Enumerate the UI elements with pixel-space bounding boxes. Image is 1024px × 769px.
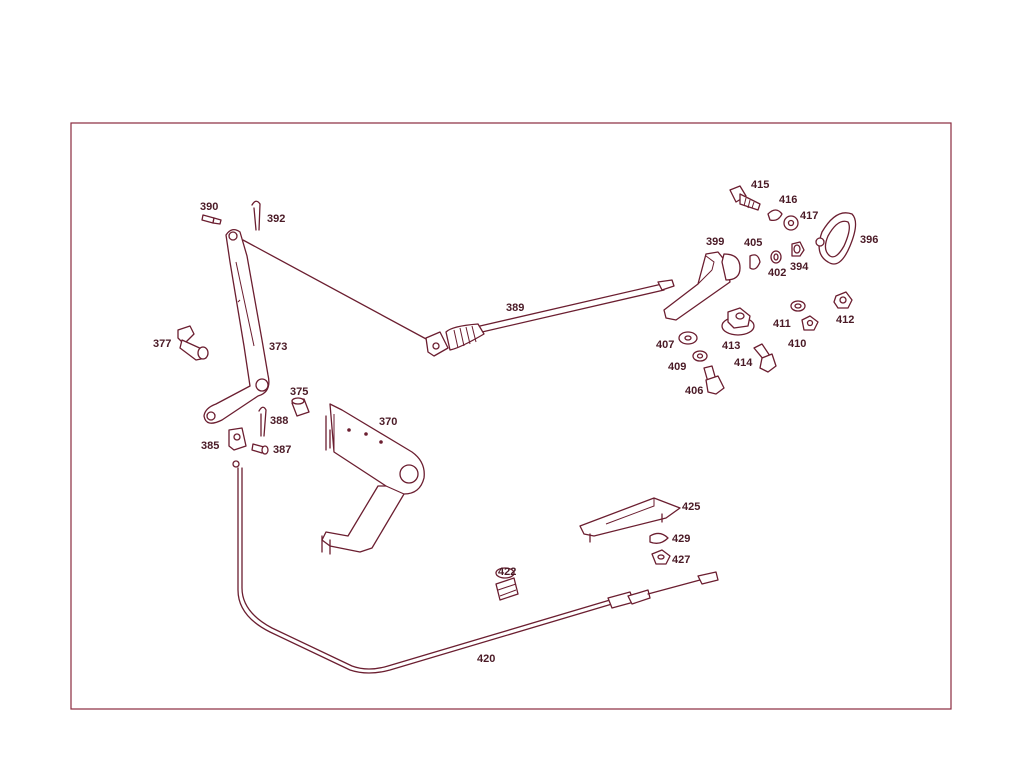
callout-414: 414 [734, 357, 753, 369]
callout-409: 409 [668, 361, 686, 373]
rod-389 [242, 239, 675, 357]
callout-389: 389 [506, 302, 524, 314]
callout-396: 396 [860, 234, 878, 246]
bushing-394 [791, 241, 805, 257]
callout-375: 375 [290, 386, 308, 398]
bracket-425 [579, 497, 681, 543]
bracket-399 [663, 251, 741, 321]
washer-429 [649, 532, 669, 544]
callout-labels: 390 392 377 373 375 388 385 387 370 389 … [153, 179, 878, 665]
callout-392: 392 [267, 213, 285, 225]
cable-420 [232, 460, 719, 674]
callout-402: 402 [768, 267, 786, 279]
callout-390: 390 [200, 201, 218, 213]
callout-412: 412 [836, 314, 854, 326]
washer-416 [767, 209, 783, 222]
callout-388: 388 [270, 415, 288, 427]
bolt-390 [201, 214, 222, 225]
callout-407: 407 [656, 339, 674, 351]
bushing-402 [770, 250, 782, 264]
washer-407 [678, 331, 698, 345]
nut-412 [833, 291, 853, 309]
callout-422: 422 [498, 566, 516, 578]
nut-410 [801, 315, 819, 331]
bolt-415 [729, 185, 761, 211]
callout-394: 394 [790, 261, 809, 273]
callout-377: 377 [153, 338, 171, 350]
lever-arm-373 [203, 228, 270, 424]
diagram-border [70, 122, 952, 710]
callout-411: 411 [773, 318, 791, 330]
washer-411 [790, 300, 806, 312]
callout-385: 385 [201, 440, 219, 452]
callout-405: 405 [744, 237, 762, 249]
callout-427: 427 [672, 554, 690, 566]
callout-429: 429 [672, 533, 690, 545]
callout-425: 425 [682, 501, 700, 513]
callout-416: 416 [779, 194, 797, 206]
rubber-ring-396 [815, 212, 857, 265]
washer-417 [783, 215, 799, 231]
callout-387: 387 [273, 444, 291, 456]
callout-373: 373 [269, 341, 287, 353]
bracket-370 [321, 403, 425, 555]
grommet-422 [495, 567, 519, 601]
callout-417: 417 [800, 210, 818, 222]
callout-399: 399 [706, 236, 724, 248]
bushing-375 [291, 397, 310, 417]
nut-427 [651, 549, 671, 565]
bolt-414 [753, 343, 777, 373]
callout-410: 410 [788, 338, 806, 350]
flange-nut-413 [721, 307, 755, 336]
clevis-385 [228, 427, 247, 451]
bolt-406 [703, 365, 725, 395]
cotter-pin-388 [258, 406, 267, 437]
callout-413: 413 [722, 340, 740, 352]
washer-409 [692, 350, 708, 362]
pin-387 [251, 443, 269, 455]
callout-406: 406 [685, 385, 703, 397]
callout-420: 420 [477, 653, 495, 665]
callout-415: 415 [751, 179, 769, 191]
callout-370: 370 [379, 416, 397, 428]
pivot-pin-377 [177, 325, 209, 361]
cotter-pin-392 [251, 200, 261, 231]
washer-405 [749, 254, 761, 270]
